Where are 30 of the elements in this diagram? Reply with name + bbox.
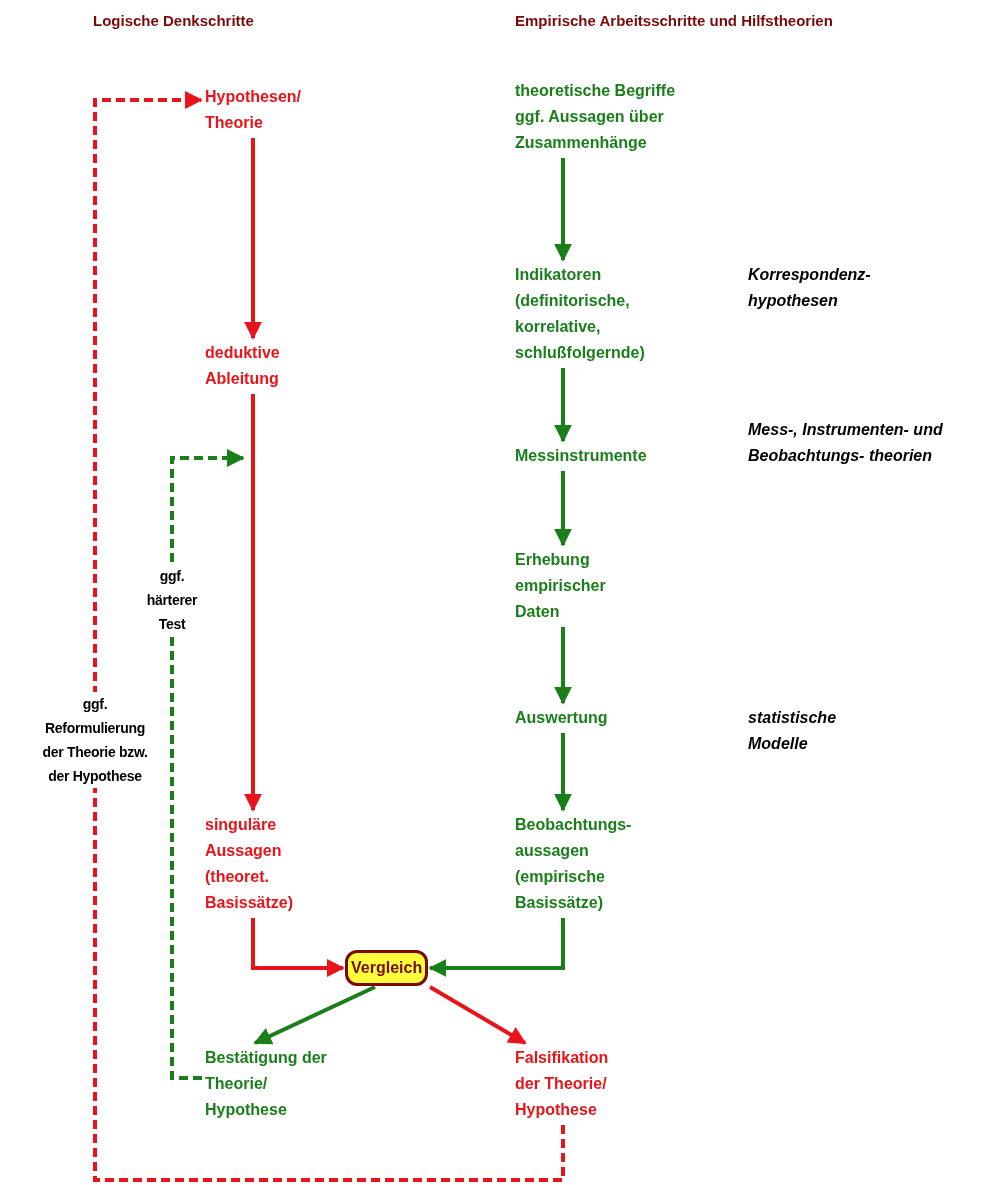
step-text: Bestätigung der Theorie/ Hypothese [205,1045,327,1123]
side-note: Mess-, Instrumenten- und Beobachtungs- theorien [748,420,943,466]
arrow [554,368,572,443]
step-text: theoretische Begriffe ggf. Aussagen über Zusammenhänge [515,78,705,156]
arrow [554,471,572,547]
arrow [554,733,572,812]
arrow [253,985,376,1045]
side-note: Korrespondenz- hypothesen [748,265,872,311]
step-text: Beobachtungs- aussagen (empirische Basissätze) [515,812,655,916]
step-text: singuläre Aussagen (theoret. Basissätze) [205,812,335,916]
arrow [554,627,572,705]
column-heading: Empirische Arbeitsschritte und Hilfstheorien [515,12,834,29]
step-text: Auswertung [515,705,675,731]
arrow [429,985,527,1045]
arrow [251,918,345,977]
arrow [554,158,572,262]
step-text: Erhebung empirischer Daten [515,547,645,625]
arrow [428,918,565,977]
comparison-box: Vergleich [345,950,429,986]
step-text: Hypothesen/ Theorie [205,84,335,136]
column-heading: Logische Denkschritte [93,12,255,29]
step-text: Falsifikation der Theorie/ Hypothese [515,1045,637,1123]
arrow [244,138,262,340]
step-text: Messinstrumente [515,443,720,469]
side-note: statistische Modelle [748,708,838,754]
step-text: deduktive Ableitung [205,340,325,392]
dashed-arrow [170,449,245,1080]
arrow [244,394,262,812]
dashed-arrow [93,91,565,1182]
step-text: Indikatoren (definitorische, korrelative, schlußfolgernde) [515,262,705,366]
